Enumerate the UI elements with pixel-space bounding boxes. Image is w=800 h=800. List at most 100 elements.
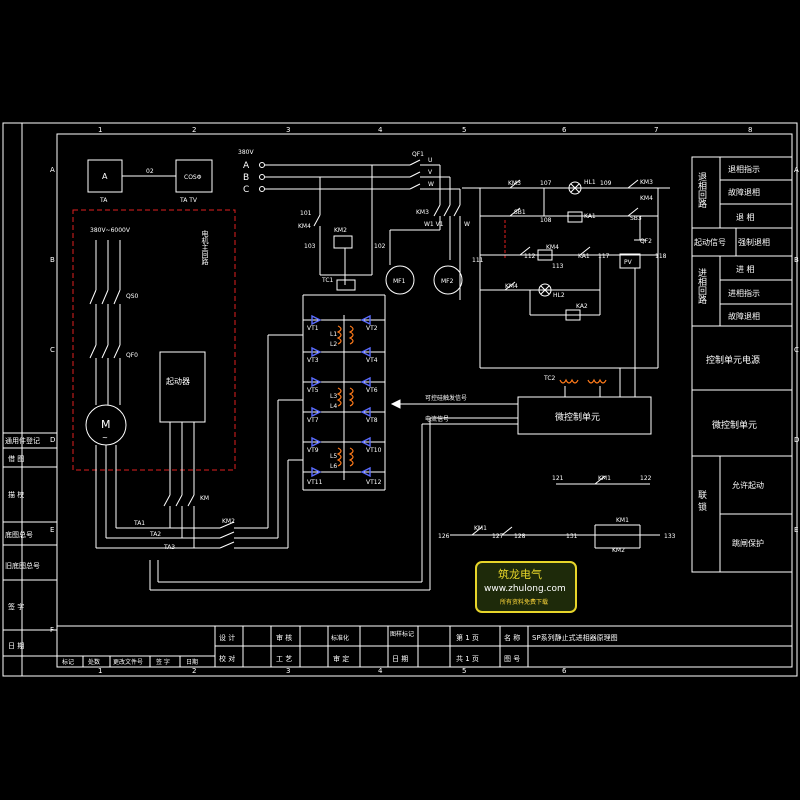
qs0-label: QS0 xyxy=(126,293,139,300)
n118-label: 118 xyxy=(655,253,667,260)
km3-power-label: KM3 xyxy=(416,209,429,216)
vt11-label: VT11 xyxy=(307,479,323,486)
tc1-branch xyxy=(302,165,386,491)
row-b: B xyxy=(50,256,55,264)
col-1-bottom: 1 xyxy=(98,667,102,675)
tc2-transformer: TC2 xyxy=(543,375,607,397)
fault-protect: 跳闸保护 xyxy=(732,538,764,548)
motor-feeder-lines xyxy=(95,445,220,549)
group-enter-label: 进相回路 xyxy=(696,268,707,305)
col-5: 5 xyxy=(462,126,466,134)
motor-tilde-icon: ~ xyxy=(102,434,108,442)
col-7: 7 xyxy=(654,126,658,134)
km1c-label: KM1 xyxy=(616,517,629,524)
starter-label: 起动器 xyxy=(166,376,190,386)
power-busbars xyxy=(259,159,460,192)
tb-review: 审 核 xyxy=(276,633,292,642)
vt9-label: VT9 xyxy=(307,447,319,454)
starter-box: 起动器 xyxy=(159,351,206,423)
vt10-label: VT10 xyxy=(366,447,382,454)
left-item-3: 底图总号 xyxy=(5,530,33,539)
col-6: 6 xyxy=(562,126,567,134)
main-circuit-label: 电机主回路 xyxy=(201,229,209,266)
tb-count: 处数 xyxy=(88,658,100,666)
tb-page: 第 1 页 xyxy=(456,633,479,642)
qf0-label: QF0 xyxy=(126,352,138,359)
tc1-label: TC1 xyxy=(321,277,334,284)
motor-symbol: M ~ xyxy=(85,404,127,446)
vt3-label: VT3 xyxy=(307,357,319,364)
col-4-bottom: 4 xyxy=(378,667,383,675)
n127-label: 127 xyxy=(492,533,504,540)
row-e: E xyxy=(50,526,54,534)
phase-a: A xyxy=(243,161,250,171)
ctrl-power: 控制单元电源 xyxy=(706,354,760,366)
col-6-bottom: 6 xyxy=(562,667,567,675)
n113-label: 113 xyxy=(552,263,564,270)
km2-main-label: KM2 xyxy=(222,518,235,525)
watermark-note: 所有资料免费下载 xyxy=(500,598,548,606)
col-5-bottom: 5 xyxy=(462,667,466,675)
ta2-label: TA2 xyxy=(149,531,161,538)
outer-frame xyxy=(2,122,798,677)
hl1-label: HL1 xyxy=(584,179,596,186)
fan-branch xyxy=(385,229,463,295)
n109-label: 109 xyxy=(600,180,612,187)
tb-date2: 日期 xyxy=(186,658,198,666)
exit: 退 相 xyxy=(736,212,755,222)
meter-cos-ta: TA TV xyxy=(179,197,198,204)
row-d-right: D xyxy=(794,436,799,444)
row-d: D xyxy=(50,436,55,444)
meter-cos: COSΦ TA TV xyxy=(175,159,213,204)
tb-check: 校 对 xyxy=(219,654,235,663)
watermark-stamp: 筑龙电气 www.zhulong.com 所有资料免费下载 xyxy=(475,561,577,613)
column-markers: 1 2 3 4 5 6 7 8 1 2 3 4 5 6 xyxy=(98,126,752,675)
l2-label: L2 xyxy=(330,341,337,348)
l4-label: L4 xyxy=(330,403,337,410)
micro-control-label: 微控制单元 xyxy=(555,411,600,423)
starter-lines xyxy=(163,422,195,520)
n128-label: 128 xyxy=(514,533,526,540)
n107-label: 107 xyxy=(540,180,552,187)
km1-label: KM1 xyxy=(598,475,611,482)
qf2-label: QF2 xyxy=(640,238,652,245)
km3-contacts xyxy=(433,165,461,300)
col-4: 4 xyxy=(378,126,383,134)
km2b-label: KM2 xyxy=(612,547,625,554)
tb-total: 共 1 页 xyxy=(456,654,479,663)
tb-fig-no: 图 号 xyxy=(504,655,520,663)
tb-standard: 标准化 xyxy=(331,634,349,642)
motor-label: M xyxy=(101,418,111,431)
meter-cos-label: COSΦ xyxy=(184,174,202,181)
left-panel: 通用件登记 借 图 描 校 底图总号 旧底图总号 签 字 日 期 xyxy=(3,123,57,676)
l5-label: L5 xyxy=(330,453,337,460)
start-signal: 起动信号 xyxy=(694,237,726,247)
l3-label: L3 xyxy=(330,393,337,400)
trigger-signal: 可控硅触发信号 xyxy=(390,394,518,409)
left-item-5: 签 字 xyxy=(8,602,24,611)
ta3-label: TA3 xyxy=(163,544,175,551)
row-e-right: E xyxy=(794,526,798,534)
thyristor-stack xyxy=(303,314,385,480)
vt4-label: VT4 xyxy=(366,357,378,364)
interlock-row-2: 126 KM1 127 128 131 KM1 KM2 133 xyxy=(438,517,676,554)
n131-label: 131 xyxy=(566,533,578,540)
n111-label: 111 xyxy=(472,257,484,264)
vt1-label: VT1 xyxy=(307,325,319,332)
km-label: KM xyxy=(200,495,209,502)
current-label: 电流信号 xyxy=(425,415,449,423)
tb-design: 设 计 xyxy=(219,633,235,642)
ka2-label: KA2 xyxy=(576,303,588,310)
n101-label: 101 xyxy=(300,210,312,217)
n102-label: 102 xyxy=(374,243,386,250)
main-circuit-dashed-box xyxy=(72,209,236,471)
left-item-0: 通用件登记 xyxy=(5,436,40,445)
allow-start: 允许起动 xyxy=(732,480,764,490)
vt6-label: VT6 xyxy=(366,387,378,394)
l6-label: L6 xyxy=(330,463,337,470)
vt2-label: VT2 xyxy=(366,325,378,332)
main-three-phase xyxy=(89,240,121,405)
l1-label: L1 xyxy=(330,331,337,338)
phase-c: C xyxy=(243,185,249,195)
